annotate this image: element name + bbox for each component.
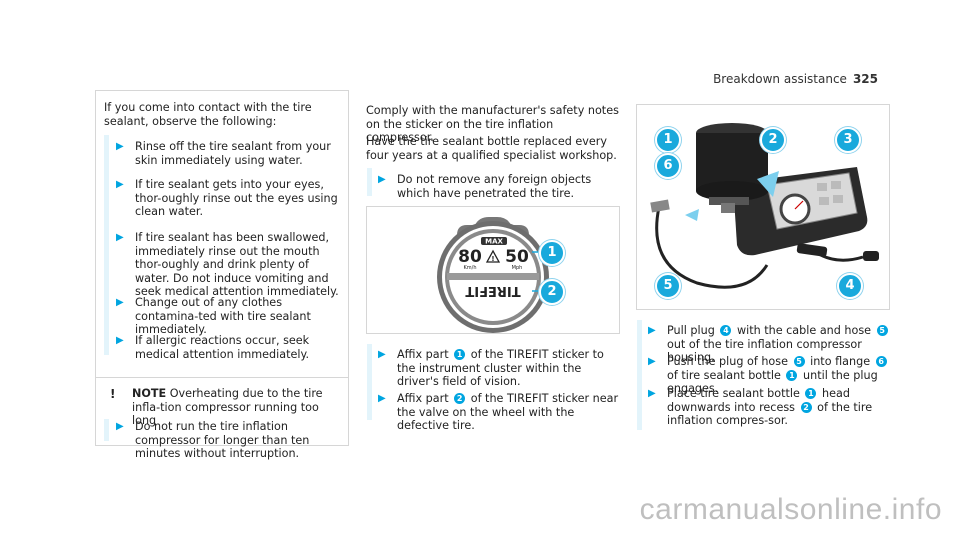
sticker-mph-unit: Mph bbox=[512, 265, 523, 271]
step-bar bbox=[367, 168, 372, 196]
callout-badge: 6 bbox=[655, 153, 681, 179]
tirefit-sticker-illustration: MAX 80 50 ! Km/h Mph TIREFIT bbox=[367, 207, 619, 333]
intro-text: If you come into contact with the tire s… bbox=[104, 101, 312, 128]
callout-badge: 2 bbox=[760, 127, 786, 153]
callout-number: 1 bbox=[805, 388, 817, 399]
tirefit-sticker-figure: MAX 80 50 ! Km/h Mph TIREFIT 1 2 bbox=[366, 206, 620, 334]
step-bar bbox=[367, 344, 372, 420]
replace-bottle-text: Have the tire sealant bottle replaced ev… bbox=[366, 135, 617, 162]
svg-text:!: ! bbox=[491, 255, 494, 263]
note-text: Overheating due to the tire infla-tion c… bbox=[132, 387, 323, 427]
callout-badge: 1 bbox=[539, 240, 565, 266]
callout-badge: 3 bbox=[835, 127, 861, 153]
callout-number: 2 bbox=[454, 393, 466, 404]
callout-badge: 5 bbox=[655, 273, 681, 299]
callout-number: 1 bbox=[786, 369, 798, 381]
warning-icon: ! bbox=[110, 387, 116, 401]
page-number: 325 bbox=[852, 72, 878, 86]
arrow-icon: ▶ bbox=[648, 388, 656, 399]
section-title: Breakdown assistance bbox=[713, 72, 847, 86]
divider bbox=[96, 377, 348, 378]
callout-number: 6 bbox=[875, 356, 887, 367]
step-bar bbox=[104, 135, 109, 355]
step-bar bbox=[104, 419, 109, 441]
sticker-kmh-value: 80 bbox=[458, 247, 482, 267]
arrow-icon: ▶ bbox=[378, 349, 386, 360]
step-bar bbox=[637, 320, 642, 430]
compressor-figure: 1 2 3 6 5 4 bbox=[636, 104, 890, 310]
arrow-icon: ▶ bbox=[648, 325, 656, 336]
callout-number: 5 bbox=[793, 356, 805, 367]
arrow-icon: ▶ bbox=[116, 141, 124, 152]
sticker-kmh-unit: Km/h bbox=[463, 265, 476, 271]
arrow-icon: ▶ bbox=[116, 421, 124, 432]
warning-triangle-icon bbox=[485, 249, 501, 263]
arrow-icon: ▶ bbox=[116, 179, 124, 190]
callout-badge: 1 bbox=[655, 127, 681, 153]
warning-box: If you come into contact with the tire s… bbox=[95, 90, 349, 460]
sticker-max-label: MAX bbox=[485, 238, 503, 246]
arrow-icon: ▶ bbox=[116, 335, 124, 346]
note-label: NOTE bbox=[132, 387, 167, 400]
arrow-icon: ▶ bbox=[116, 297, 124, 308]
arrow-icon: ▶ bbox=[378, 393, 386, 404]
arrow-icon: ▶ bbox=[378, 174, 386, 185]
arrow-icon: ▶ bbox=[116, 232, 124, 243]
watermark: carmanualsonline.info bbox=[639, 493, 942, 526]
callout-badge: 2 bbox=[539, 279, 565, 305]
callout-number: 4 bbox=[720, 325, 732, 336]
callout-badge: 4 bbox=[837, 273, 863, 299]
callout-number: 2 bbox=[800, 401, 812, 413]
sticker-brand: TIREFIT bbox=[465, 283, 520, 298]
callout-number: 1 bbox=[454, 349, 466, 360]
sticker-mph-value: 50 bbox=[505, 247, 529, 267]
arrow-icon: ▶ bbox=[648, 356, 656, 367]
callout-number: 5 bbox=[876, 325, 888, 336]
safety-notes-text: Comply with the manufacturer's safety no… bbox=[366, 104, 619, 144]
page-header: Breakdown assistance 325 bbox=[713, 72, 878, 86]
